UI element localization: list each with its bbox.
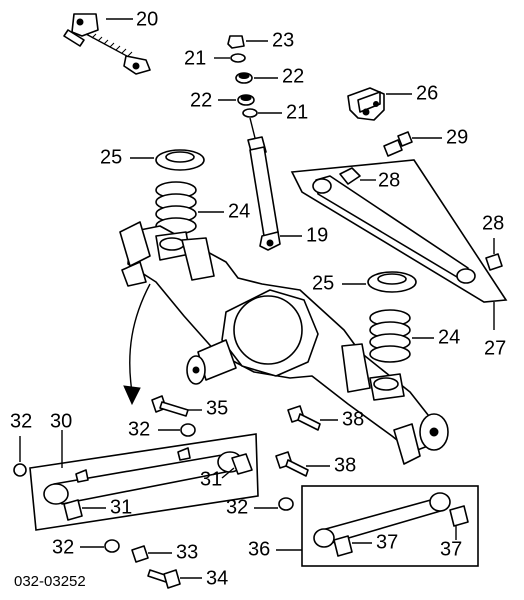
part-26-bracket	[347, 87, 385, 121]
part-33-nut	[131, 545, 149, 563]
callout-37-left: 37	[376, 531, 398, 553]
callout-22-right: 22	[282, 65, 304, 87]
part-27-assembly-box	[290, 159, 508, 303]
part-36-upper-arm	[313, 492, 451, 548]
rear-axle-housing	[119, 221, 449, 465]
callout-32-a: 32	[10, 410, 32, 432]
reference-arrow	[129, 283, 151, 393]
callout-20: 20	[136, 8, 158, 30]
callout-21-upper: 21	[184, 47, 206, 69]
part-21-washer-lower	[242, 108, 258, 118]
callout-26: 26	[416, 82, 438, 104]
part-32-washer-d	[104, 539, 120, 553]
document-number: 032-03252	[14, 573, 86, 590]
part-25-spring-seat-right	[367, 271, 417, 293]
callout-31-right: 31	[200, 468, 222, 490]
callout-38-lower: 38	[334, 454, 356, 476]
part-38-bolt-upper	[287, 405, 321, 431]
part-37-bushing-left	[333, 535, 353, 557]
callout-37-right: 37	[440, 538, 462, 560]
part-34-bolt	[147, 569, 181, 589]
callout-19: 19	[306, 224, 328, 246]
part-24-coil-spring-left	[155, 181, 197, 235]
callout-24-right: 24	[438, 326, 460, 348]
callout-22-left: 22	[190, 89, 212, 111]
part-29-bolt	[383, 131, 413, 157]
part-20-adjuster-rod	[63, 13, 151, 75]
callout-38-upper: 38	[342, 408, 364, 430]
callout-25-left: 25	[100, 146, 122, 168]
part-21-washer-upper	[230, 53, 246, 63]
part-32-washer-c	[278, 497, 294, 511]
part-32-washer-b	[180, 423, 196, 437]
callout-35: 35	[206, 397, 228, 419]
callout-32-d: 32	[52, 536, 74, 558]
callout-30: 30	[50, 410, 72, 432]
callout-25-right: 25	[312, 272, 334, 294]
callout-27: 27	[484, 337, 506, 359]
callout-28-upper: 28	[378, 169, 400, 191]
part-37-bushing-right	[449, 505, 469, 527]
part-30-assembly-box	[29, 433, 259, 531]
callout-33: 33	[176, 541, 198, 563]
callout-32-b: 32	[128, 418, 150, 440]
part-25-spring-seat-left	[155, 149, 205, 171]
callout-21-lower: 21	[286, 101, 308, 123]
callout-24-left: 24	[228, 200, 250, 222]
part-36-assembly-box	[301, 485, 479, 567]
part-31-bushing-left	[63, 499, 83, 521]
part-22-bushing-lower	[237, 94, 255, 106]
part-22-bushing-upper	[235, 72, 253, 84]
callout-34: 34	[206, 567, 228, 589]
part-28-bushing-upper	[339, 167, 361, 185]
callout-32-c: 32	[226, 496, 248, 518]
part-28-bushing-lower	[485, 253, 503, 271]
part-23-cap-nut	[227, 35, 245, 49]
callout-31-left: 31	[110, 496, 132, 518]
part-38-bolt-lower	[275, 451, 309, 477]
callout-23: 23	[272, 29, 294, 51]
part-27-lateral-rod	[312, 175, 476, 284]
callout-36: 36	[248, 538, 270, 560]
part-35-bolt	[151, 395, 189, 417]
part-24-coil-spring-right	[369, 309, 411, 363]
part-31-bushing-right	[231, 453, 253, 475]
callout-28-lower: 28	[482, 212, 504, 234]
callout-29: 29	[446, 126, 468, 148]
part-19-shock-absorber	[247, 117, 281, 251]
part-32-washer-a	[13, 463, 27, 477]
